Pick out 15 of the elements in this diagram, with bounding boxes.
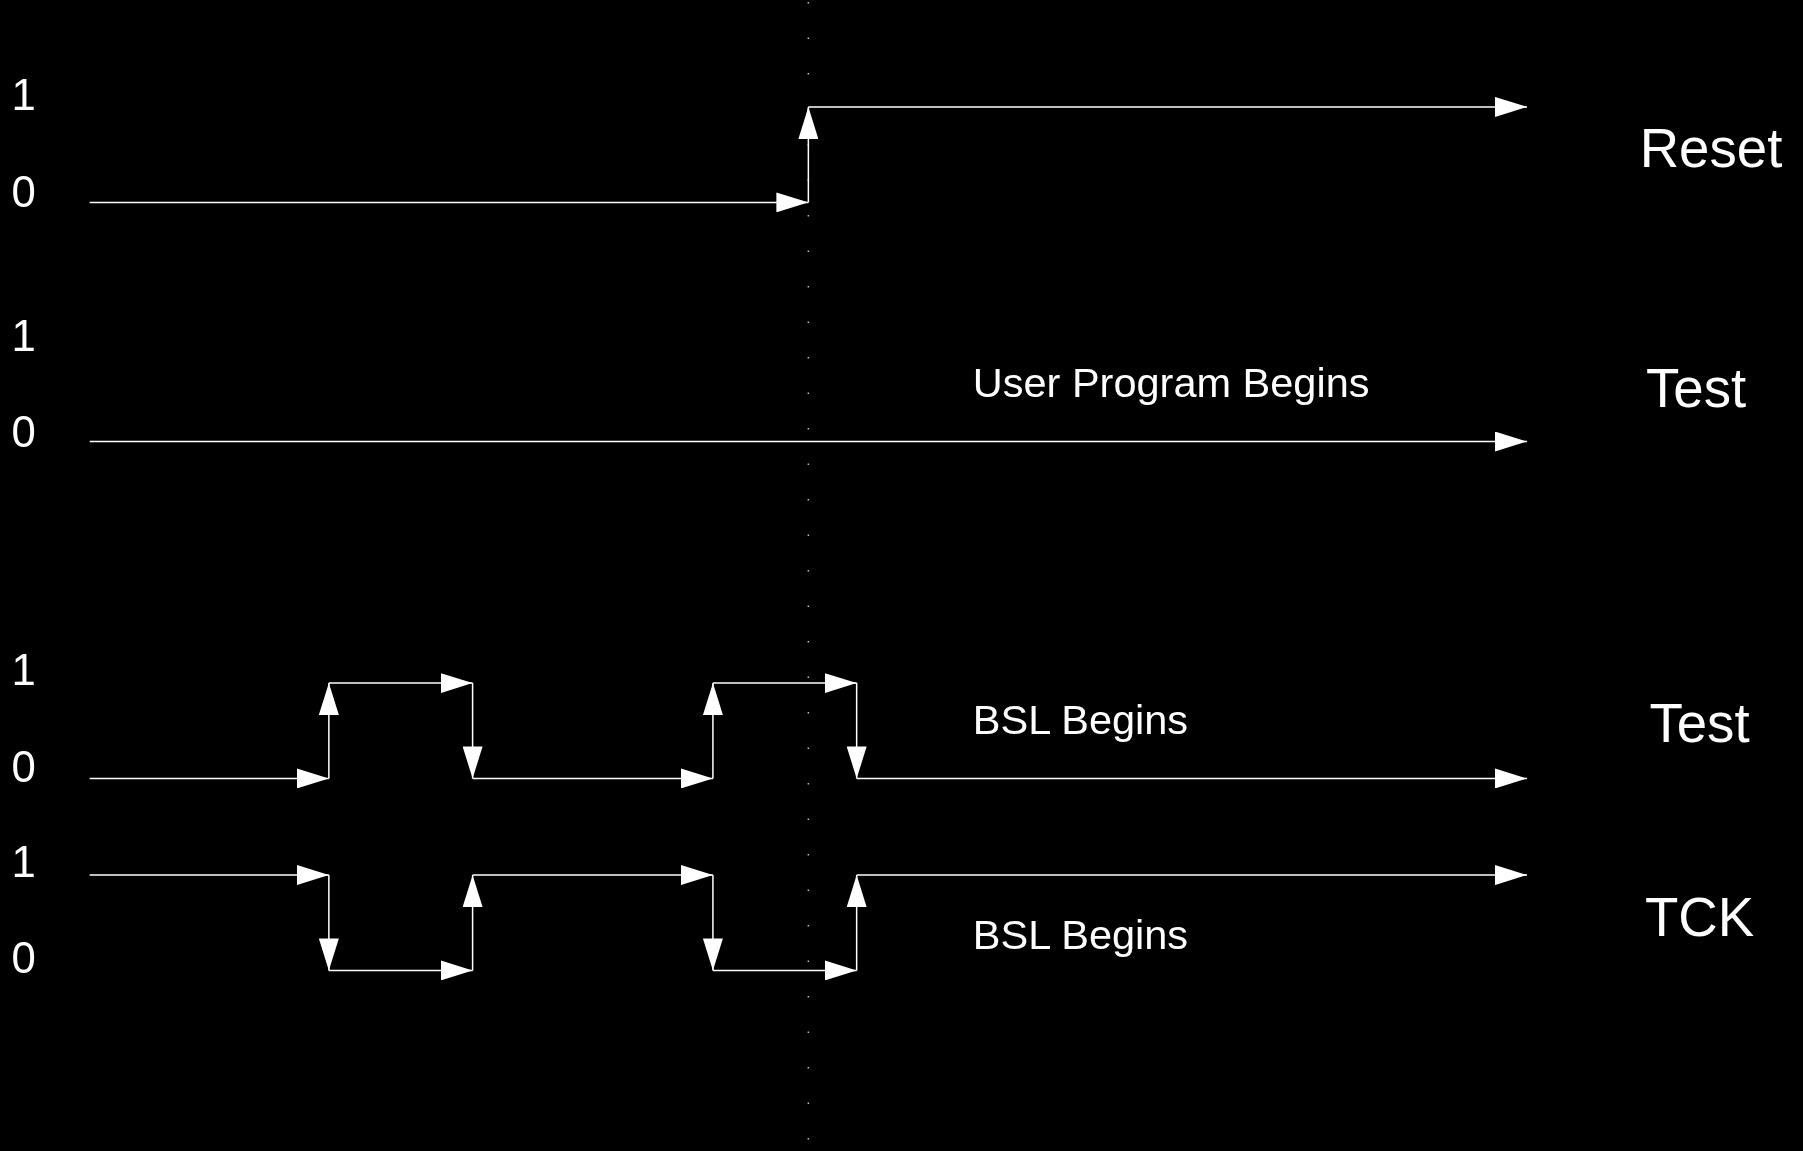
signal-name: Test [1649,697,1750,752]
level-label: 0 [11,170,36,214]
signal-name: TCK [1644,890,1755,945]
event-note: User Program Begins [972,362,1370,404]
level-label: 0 [11,410,36,455]
level-label: 0 [11,936,36,980]
level-label: 1 [11,840,36,885]
event-note: BSL Begins [972,914,1189,956]
event-note: BSL Begins [972,699,1189,741]
signal-name: Reset [1639,122,1783,177]
level-label: 1 [11,648,36,693]
level-label: 1 [11,313,36,358]
signal-name: Test [1645,361,1747,416]
level-label: 0 [11,745,36,789]
level-label: 1 [11,73,36,118]
